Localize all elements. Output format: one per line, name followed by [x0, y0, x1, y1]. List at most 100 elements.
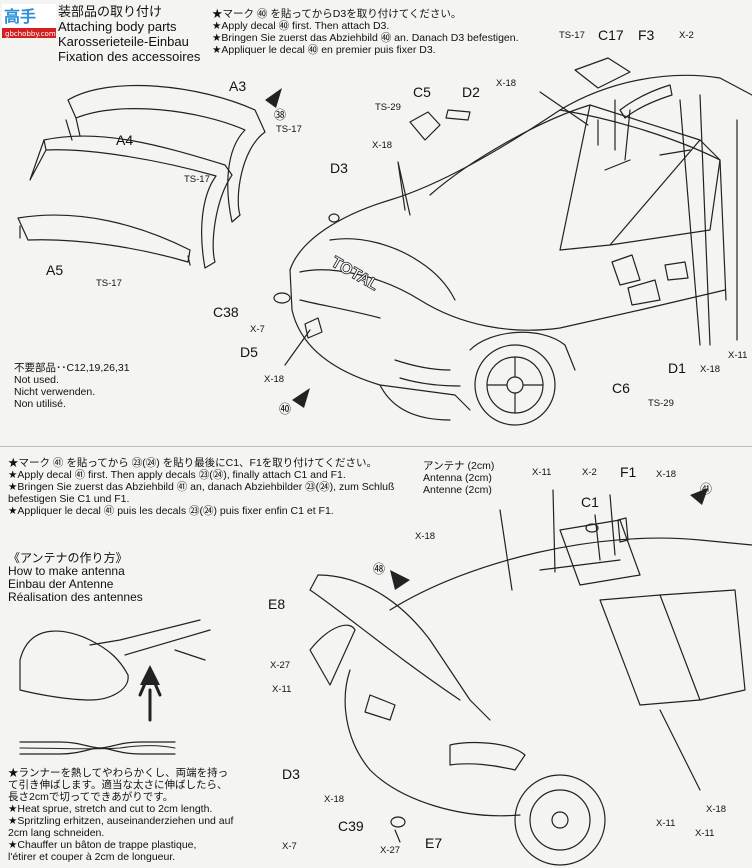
antenna-title-fr: Réalisation des antennes — [8, 590, 143, 604]
label-e7: E7 — [425, 835, 443, 851]
part-c39 — [390, 816, 406, 828]
watermark-logo: 高手 gbchobby.com — [2, 4, 56, 40]
antenna-title-jp: 《アンテナの作り方》 — [8, 551, 128, 565]
label-x11-side: X-11 — [695, 828, 715, 839]
label-x18-2b: X-18 — [656, 469, 677, 480]
antenna-title-en: How to make antenna — [8, 564, 125, 578]
total-decal: TOTAL — [328, 254, 382, 295]
part-f3 — [619, 84, 673, 119]
note2-de: ★Bringen Sie zuerst das Abziehbild ㊶ an,… — [8, 481, 395, 493]
label-f3: F3 — [638, 27, 655, 43]
step1-title-en: Attaching body parts — [58, 19, 177, 34]
label-x11-rear: X-11 — [272, 684, 292, 695]
unused-parts: 不要部品･･C12,19,26,31 Not used. Nicht verwe… — [14, 362, 130, 410]
roof-plate — [559, 519, 641, 586]
note-de: ★Bringen Sie zuerst das Abziehbild ㊵ an.… — [212, 32, 519, 44]
antenna-note-2: て引き伸ばします。適当な太さに伸ばしたら、 — [8, 779, 228, 791]
note-jp: ★マーク ㊵ を貼ってからD3を取り付けてください。 — [212, 8, 462, 20]
label-c6: C6 — [612, 380, 630, 396]
mirror-c5 — [409, 111, 441, 141]
watermark-text: 高手 — [4, 7, 36, 26]
antenna-note-7: ★Chauffer un bâton de trappe plastique, — [8, 839, 197, 851]
antenna-note-8: l'étirer et couper à 2cm de longueur. — [8, 851, 176, 863]
label-x11-wheel: X-11 — [656, 818, 676, 829]
label-ts17-a4: TS-17 — [184, 174, 210, 185]
step1-title-de: Karosserieteile-Einbau — [58, 34, 189, 49]
step1-note: ★マーク ㊵ を貼ってからD3を取り付けてください。 ★Apply decal … — [212, 8, 519, 56]
note2-en: ★Apply decal ㊶ first. Then apply decals … — [8, 469, 346, 481]
note2-de-cont: befestigen Sie C1 und F1. — [8, 493, 130, 505]
antenna-len-jp: アンテナ (2cm) — [423, 460, 495, 472]
label-e8: E8 — [268, 596, 286, 612]
label-x18-front: X-18 — [264, 374, 285, 385]
step1-title-fr: Fixation des accessoires — [58, 49, 201, 64]
label-ts17-c17: TS-17 — [559, 30, 585, 41]
label-ts29-c5: TS-29 — [375, 102, 401, 113]
antenna-title-de: Einbau der Antenne — [8, 577, 114, 591]
label-x27-a: X-27 — [270, 660, 291, 671]
label-x18-side: X-18 — [700, 364, 721, 375]
car-body-step1 — [289, 74, 752, 426]
label-x7-2: X-7 — [282, 841, 297, 852]
antenna-note-4: ★Heat sprue, stretch and cut to 2cm leng… — [8, 803, 213, 815]
label-d5: D5 — [240, 344, 258, 360]
label-x27-b: X-27 — [380, 845, 401, 856]
hand-sketch — [19, 630, 129, 701]
decal-89-badge: ㊽ — [373, 562, 386, 576]
label-x18-hood: X-18 — [372, 140, 393, 151]
label-c1: C1 — [581, 494, 599, 510]
part-e8 — [309, 624, 356, 686]
antenna-len-de: Antenne (2cm) — [423, 484, 492, 496]
watermark-url: gbchobby.com — [5, 30, 56, 38]
label-x11-antenna: X-11 — [532, 467, 552, 478]
part-c17 — [574, 57, 631, 89]
label-x7: X-7 — [250, 324, 265, 335]
antenna-note-6: 2cm lang schneiden. — [8, 827, 105, 839]
decal-61-badge: ㊶ — [700, 482, 713, 496]
label-ts29-c6: TS-29 — [648, 398, 674, 409]
label-c39: C39 — [338, 818, 364, 834]
arrows — [140, 88, 708, 685]
label-x18-roof: X-18 — [496, 78, 517, 89]
label-ts17-a3: TS-17 — [276, 124, 302, 135]
antenna-note-1: ★ランナーを熱してやわらかくし、両端を持っ — [8, 767, 229, 779]
mirror-c6 — [611, 254, 641, 286]
unused-en: Not used. — [14, 374, 59, 386]
label-x18-2a: X-18 — [415, 531, 436, 542]
step1-title: 装部品の取り付け Attaching body parts Karosserie… — [58, 4, 200, 64]
spoiler-a3 — [65, 84, 266, 223]
antenna-len-en: Antenna (2cm) — [423, 472, 492, 484]
label-ts17-a5: TS-17 — [96, 278, 122, 289]
label-d3: D3 — [330, 160, 348, 176]
label-x18-2c: X-18 — [324, 794, 345, 805]
unused-fr: Non utilisé. — [14, 398, 66, 410]
label-c5: C5 — [413, 84, 431, 100]
note-fr: ★Appliquer le decal ㊵ en premier puis fi… — [212, 44, 436, 56]
spoiler-a5 — [17, 214, 191, 266]
label-f1: F1 — [620, 464, 637, 480]
label-x2: X-2 — [679, 30, 694, 41]
part-f1 — [617, 517, 629, 543]
unused-jp: 不要部品･･C12,19,26,31 — [14, 362, 130, 374]
label-c17: C17 — [598, 27, 624, 43]
section-divider — [0, 446, 752, 447]
label-d3-2: D3 — [282, 766, 300, 782]
part-d1 — [664, 261, 689, 281]
note2-jp: ★マーク ㊶ を貼ってから ㉓(㉔) を貼り最後にC1、F1を取り付けてください… — [8, 457, 377, 469]
note-en: ★Apply decal ㊵ first. Then attach D3. — [212, 20, 390, 32]
antenna-note: ★ランナーを熱してやわらかくし、両端を持っ て引き伸ばします。適当な太さに伸ばし… — [8, 767, 233, 863]
antenna-length: アンテナ (2cm) Antenna (2cm) Antenne (2cm) — [423, 460, 494, 496]
note2-fr: ★Appliquer le decal ㊶ puis les decals ㉓(… — [8, 505, 334, 517]
spoiler-a4 — [29, 135, 233, 269]
label-d1: D1 — [668, 360, 686, 376]
label-a5: A5 — [46, 262, 64, 278]
label-x18-2d: X-18 — [706, 804, 727, 815]
label-a4: A4 — [116, 132, 134, 148]
decal-38-badge: ㊳ — [274, 108, 287, 122]
antenna-note-5: ★Spritzling erhitzen, auseinanderziehen … — [8, 815, 234, 827]
part-c1 — [585, 523, 599, 533]
label-x2-2: X-2 — [582, 467, 597, 478]
part-e7-lamp — [449, 741, 526, 771]
decal-40-badge: ㊵ — [279, 402, 292, 416]
